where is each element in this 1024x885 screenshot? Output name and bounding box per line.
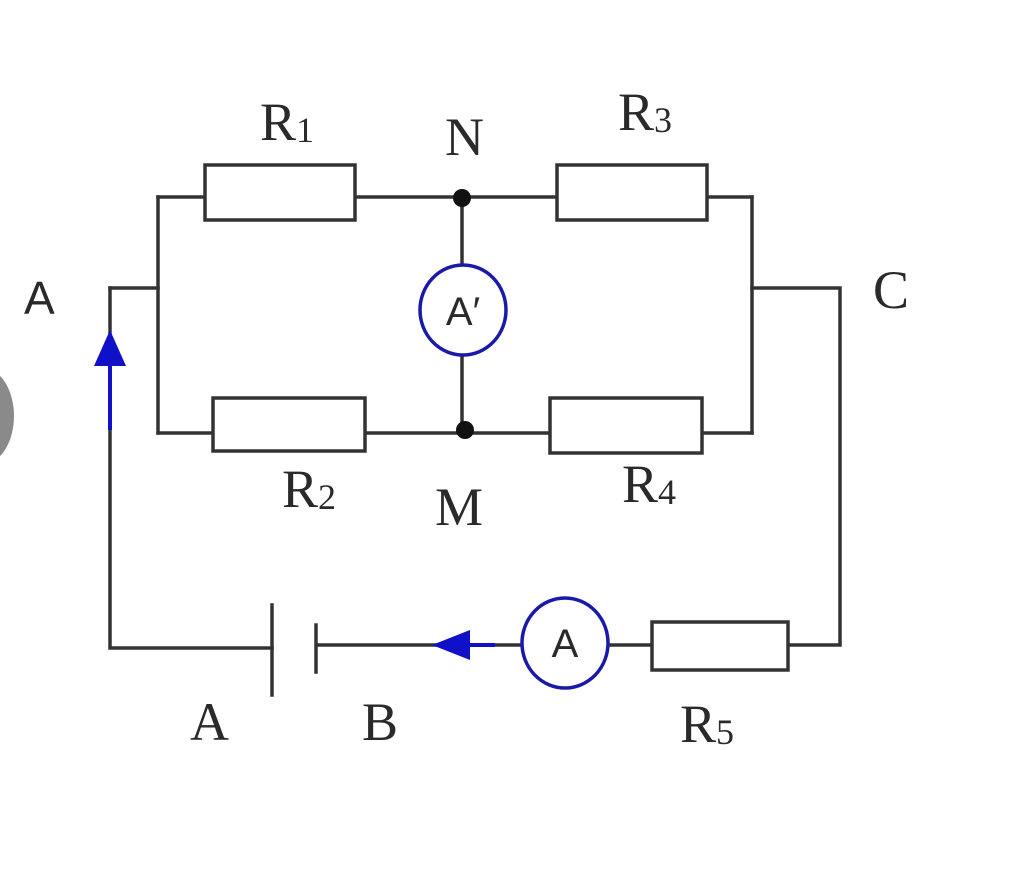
node-n-dot — [453, 189, 471, 207]
ammeter-bridge: A′ — [418, 263, 508, 357]
label-r5: R5 — [680, 694, 734, 754]
ammeter-main-label: A — [552, 622, 579, 666]
wire-to-c — [750, 286, 842, 647]
resistor-r2 — [211, 396, 367, 453]
resistor-r3 — [555, 163, 709, 222]
ammeter-main: A — [520, 596, 610, 690]
label-node-c: C — [873, 260, 909, 320]
node-m-dot — [456, 421, 474, 439]
label-r1: R1 — [260, 92, 314, 152]
left-return-wire — [108, 286, 274, 650]
ammeter-bridge-label: A′ — [446, 290, 480, 334]
label-r4: R4 — [622, 454, 676, 514]
label-node-n: N — [445, 107, 484, 167]
battery — [270, 603, 318, 697]
resistor-r1 — [203, 163, 357, 222]
resistor-r4 — [548, 396, 704, 455]
arrow-left-icon — [432, 630, 470, 660]
label-node-a-left: A — [24, 272, 55, 324]
label-r3: R3 — [618, 82, 672, 142]
label-battery-a: A — [190, 692, 229, 752]
label-battery-b: B — [362, 692, 398, 752]
label-r2: R2 — [282, 459, 336, 519]
label-node-m: M — [435, 477, 483, 537]
resistor-r5 — [650, 620, 790, 672]
arrow-up-icon — [94, 330, 126, 366]
